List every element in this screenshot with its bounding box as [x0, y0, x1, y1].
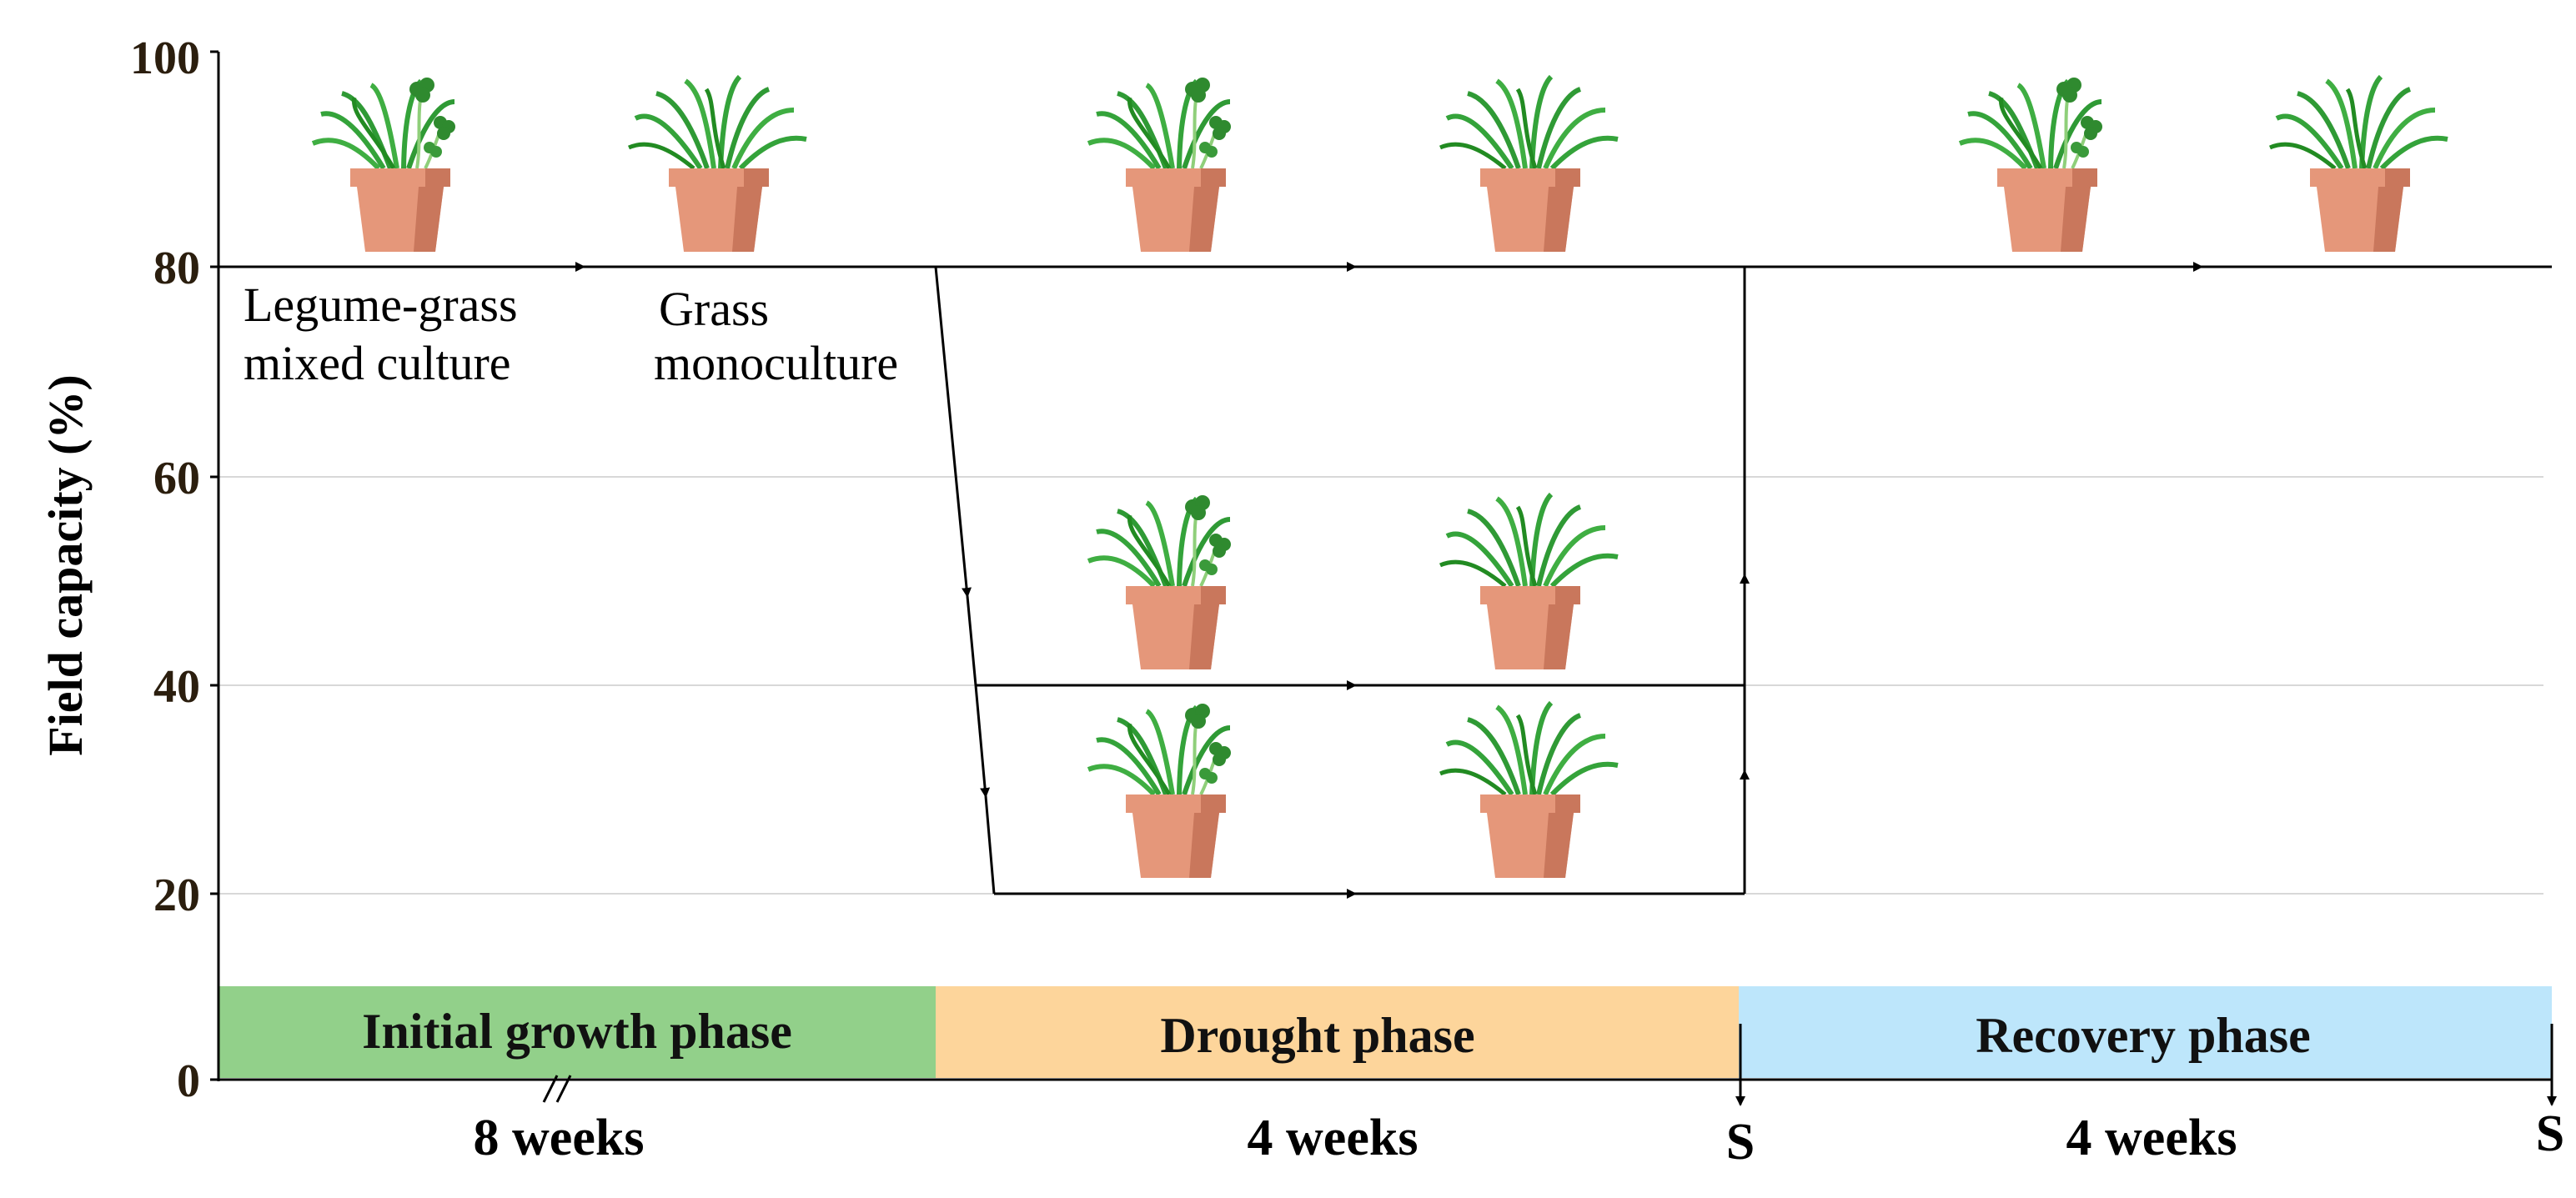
pot-mixed-moderate	[1088, 495, 1231, 669]
y-tick-label: 0	[177, 1055, 200, 1107]
pot-mixed-drought-control	[1088, 78, 1231, 252]
y-tick-label: 40	[153, 661, 200, 713]
phase-bar-recovery	[1739, 986, 2552, 1078]
treatment-flow	[218, 262, 2557, 1106]
axes	[210, 50, 2552, 1103]
sampling-label-1: S	[1726, 1114, 1755, 1170]
pot-mixed-severe	[1088, 704, 1231, 878]
duration-drought: 4 weeks	[1248, 1110, 1419, 1166]
phase-label-recovery: Recovery phase	[1976, 1008, 2311, 1063]
duration-initial: 8 weeks	[474, 1110, 645, 1166]
flow-split-severe-b	[984, 795, 996, 895]
y-tick-label: 60	[153, 453, 200, 504]
sampling-label-2: S	[2536, 1105, 2564, 1162]
phase-bar-initial	[218, 986, 936, 1078]
phase-bar-drought	[936, 986, 1739, 1078]
phase-label-drought: Drought phase	[1160, 1008, 1474, 1063]
y-tick-label: 20	[153, 870, 200, 921]
axis-break-mark	[542, 1075, 559, 1103]
y-tick-labels: 100 80 60 40 20 0	[130, 33, 200, 1107]
caption-mixed-line2: mixed culture	[244, 336, 511, 390]
flow-split-severe-a	[974, 684, 991, 798]
y-tick-label: 100	[130, 33, 200, 84]
flow-split-moderate-tail	[966, 595, 977, 686]
pot-mixed-recovery	[1960, 78, 2102, 252]
caption-mono-line1: Grass	[659, 282, 769, 336]
axis-break-mark	[555, 1075, 572, 1103]
treatment-captions: Legume-grass mixed culture Grass monocul…	[244, 278, 898, 390]
phase-bars: Initial growth phase Drought phase Recov…	[218, 986, 2552, 1078]
phase-label-initial: Initial growth phase	[362, 1004, 792, 1059]
pot-mono-drought-control	[1440, 77, 1618, 252]
timeline-labels: 8 weeks 4 weeks 4 weeks S S	[474, 1105, 2565, 1170]
pot-mixed-initial	[313, 78, 455, 252]
y-tick-label: 80	[153, 243, 200, 294]
y-axis-label: Field capacity (%)	[38, 374, 93, 755]
caption-mono-line2: monoculture	[654, 336, 898, 390]
pot-mono-severe	[1440, 703, 1618, 878]
caption-mixed-line1: Legume-grass	[244, 278, 518, 332]
flow-split-moderate	[934, 266, 972, 598]
pot-mono-moderate	[1440, 494, 1618, 669]
pot-mono-initial	[629, 77, 806, 252]
duration-recovery: 4 weeks	[2066, 1110, 2237, 1166]
pot-mono-recovery	[2270, 77, 2448, 252]
